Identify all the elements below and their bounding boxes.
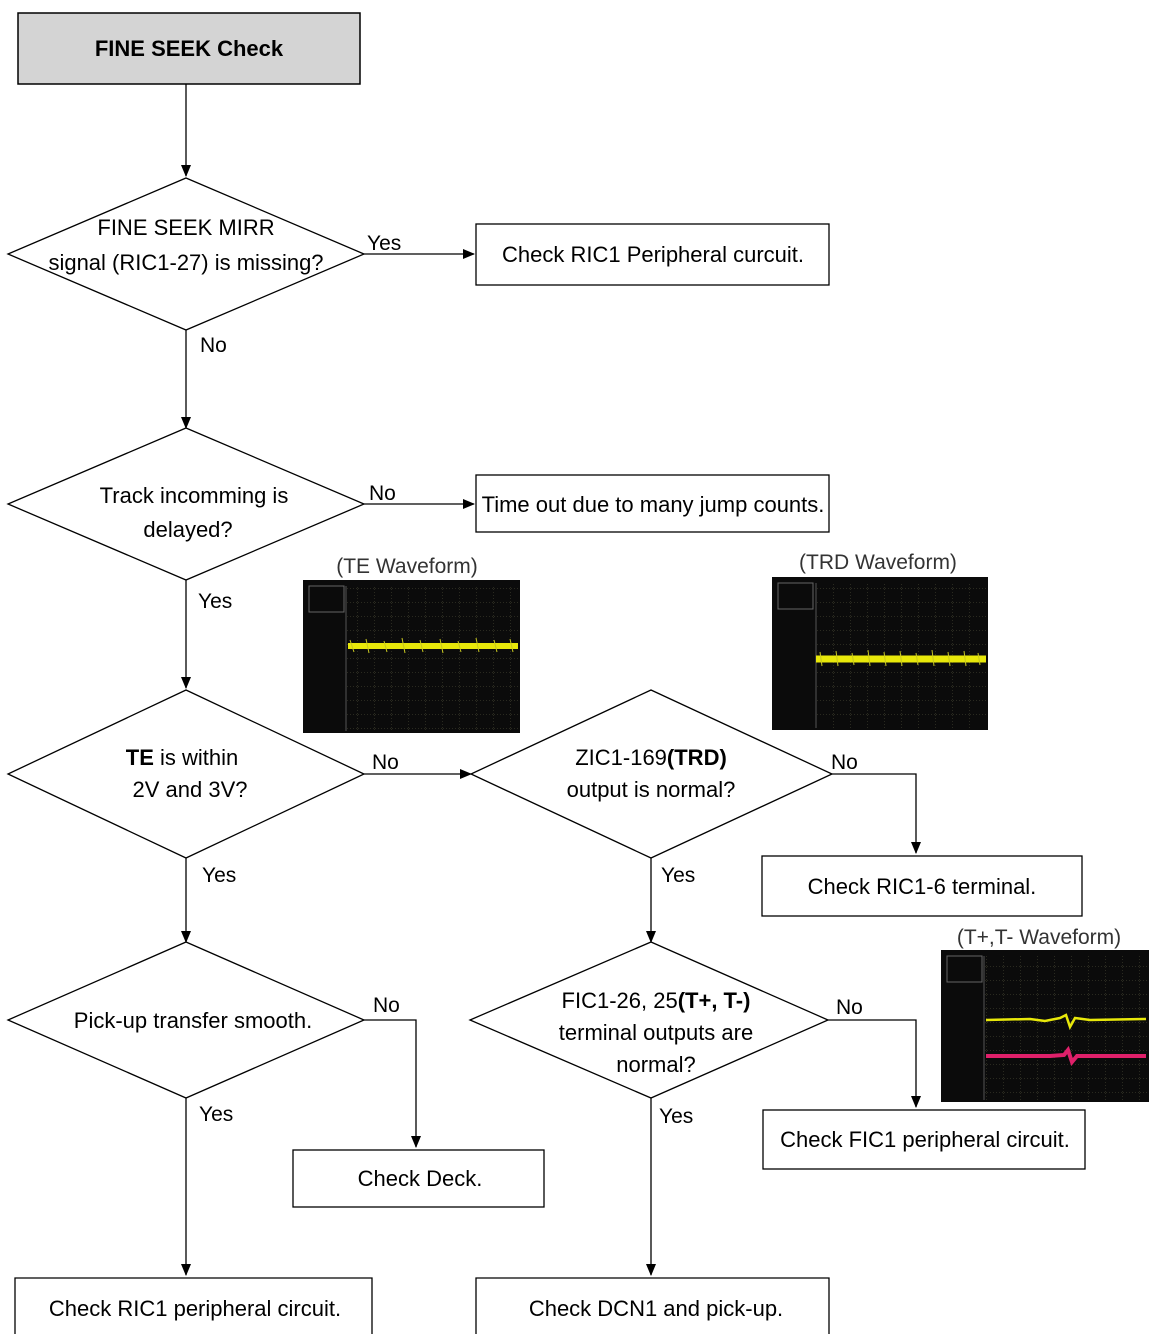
decision-d1-line1: FINE SEEK MIRR [97,215,274,240]
decision-d3: TE is within 2V and 3V? [6,689,366,859]
arrow-d4-a3 [832,773,921,854]
connectors [181,84,921,1276]
edge-label-d2-no: No [369,482,396,505]
decision-d6-pins: FIC1-26, 25 [562,988,678,1013]
action-a4-text: Check Deck. [358,1166,483,1191]
edge-label-d4-yes: Yes [661,864,695,887]
edge-label-d1-yes: Yes [367,232,401,255]
decision-d1-line2: signal (RIC1-27) is missing? [48,250,323,275]
trd-waveform-label: (TRD Waveform) [799,551,957,574]
arrow-d5-a4 [364,1019,421,1148]
action-a6-text: Check RIC1 peripheral circuit. [49,1296,341,1321]
decision-d3-line1: TE is within [126,745,238,770]
decision-d2: Track incomming is delayed? [6,427,366,581]
decision-d3-rest: is within [154,745,238,770]
action-a7-text: Check DCN1 and pick-up. [529,1296,783,1321]
decision-d6-tpm: (T+, T-) [678,988,751,1013]
te-waveform-label: (TE Waveform) [336,555,478,578]
action-a7: Check DCN1 and pick-up. [475,1277,830,1334]
edge-label-d6-no: No [836,996,863,1019]
action-a4: Check Deck. [292,1149,545,1208]
action-a1-text: Check RIC1 Peripheral curcuit. [502,242,804,267]
decision-d5-line1: Pick-up transfer smooth. [74,1008,312,1033]
edge-label-d5-yes: Yes [199,1103,233,1126]
tpm-waveform-image [941,950,1149,1102]
action-a1: Check RIC1 Peripheral curcuit. [475,223,830,286]
action-a3-text: Check RIC1-6 terminal. [808,874,1037,899]
arrow-d6-a5 [828,1019,921,1108]
decision-d2-line1: Track incomming is [100,483,289,508]
te-waveform-image [303,580,520,733]
decision-d4-pin: ZIC1-169 [575,745,667,770]
edge-label-d1-no: No [200,334,227,357]
decision-d3-line2: 2V and 3V? [133,777,248,802]
decision-d3-te: TE [126,745,154,770]
edge-label-d2-yes: Yes [198,590,232,613]
action-a2: Time out due to many jump counts. [475,474,830,533]
decision-d2-line2: delayed? [143,517,232,542]
decision-d5: Pick-up transfer smooth. [6,941,366,1099]
action-a6: Check RIC1 peripheral circuit. [14,1277,373,1334]
edge-label-d5-no: No [373,994,400,1017]
edge-label-d4-no: No [831,751,858,774]
decision-d6-line2: terminal outputs are [559,1020,753,1045]
action-a5-text: Check FIC1 peripheral circuit. [780,1127,1070,1152]
decision-d6-line1: FIC1-26, 25(T+, T-) [562,988,751,1013]
edge-labels: Yes No No Yes No Yes No Yes No Yes No Ye… [198,232,863,1128]
decision-d4: ZIC1-169(TRD) output is normal? [469,689,834,859]
action-a3: Check RIC1-6 terminal. [761,855,1083,917]
edge-label-d3-yes: Yes [202,864,236,887]
start-box: FINE SEEK Check [17,12,361,85]
decision-d4-trd: (TRD) [667,745,727,770]
tpm-waveform-label: (T+,T- Waveform) [957,926,1121,949]
edge-label-d6-yes: Yes [659,1105,693,1128]
decision-d4-line1: ZIC1-169(TRD) [575,745,727,770]
action-a5: Check FIC1 peripheral circuit. [762,1109,1086,1170]
edge-label-d3-no: No [372,751,399,774]
trd-waveform-image [772,577,988,730]
title-text: FINE SEEK Check [95,36,284,61]
decision-d6-line3: normal? [616,1052,695,1077]
decision-d4-line2: output is normal? [567,777,736,802]
decision-d6: FIC1-26, 25(T+, T-) terminal outputs are… [468,941,830,1099]
decision-d1: FINE SEEK MIRR signal (RIC1-27) is missi… [6,177,366,331]
action-a2-text: Time out due to many jump counts. [482,492,825,517]
